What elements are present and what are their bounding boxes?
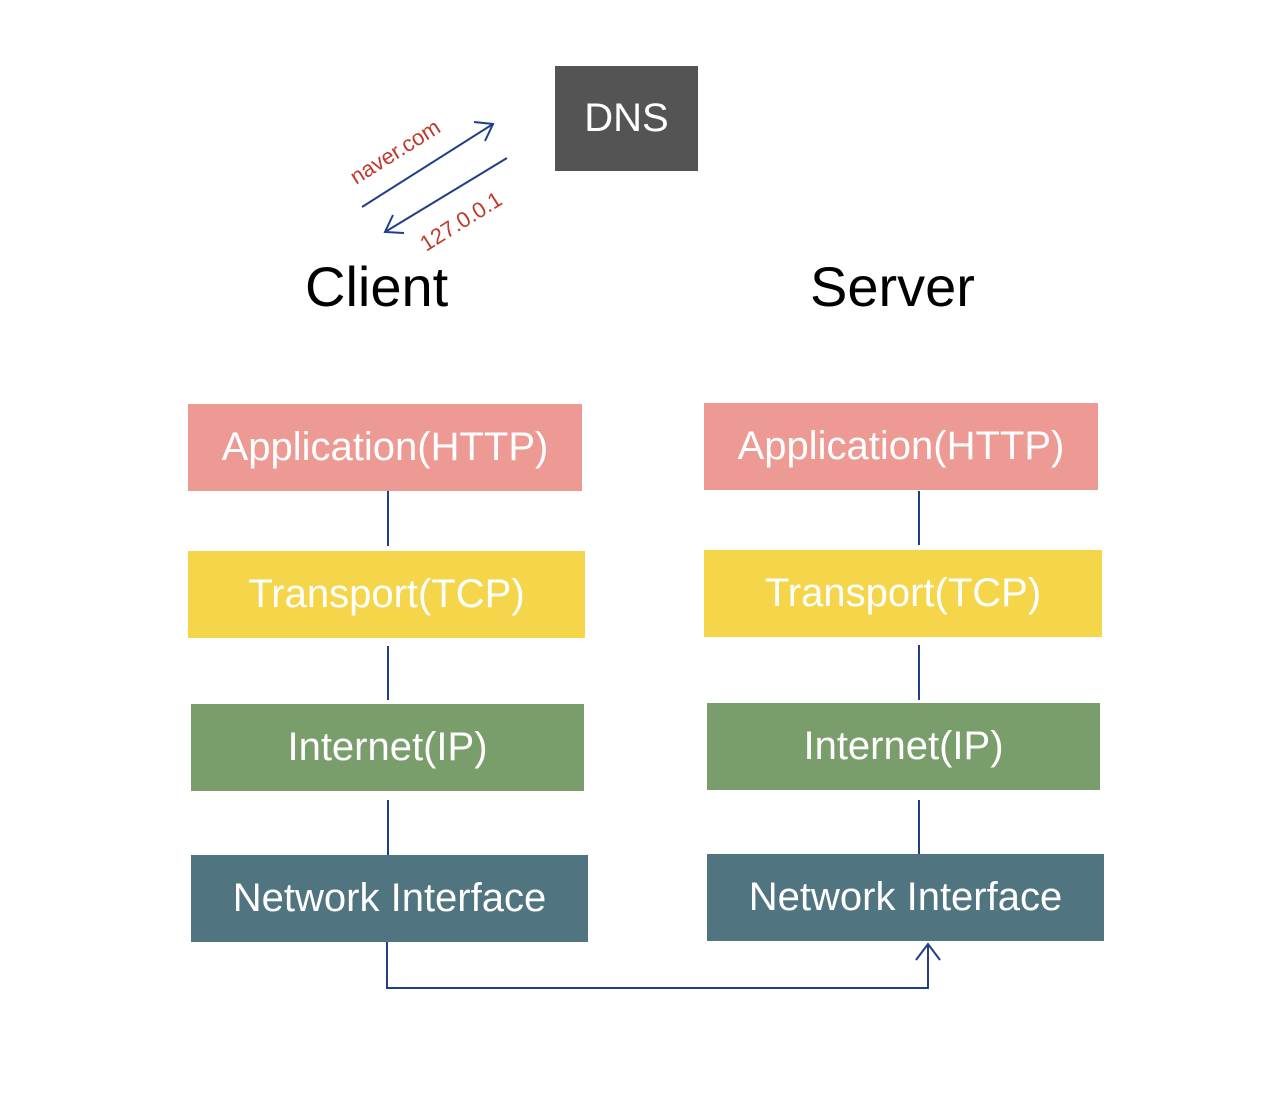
client-internet-layer: Internet(IP): [191, 704, 584, 791]
client-server-arrowhead: [915, 942, 941, 961]
client-network-interface-layer: Network Interface: [191, 855, 588, 942]
dns-response-label: 127.0.0.1: [415, 186, 506, 256]
server-application-layer: Application(HTTP): [704, 403, 1098, 490]
dns-response-arrow: [384, 157, 508, 233]
dns-response-arrowhead: [383, 214, 405, 234]
client-transport-layer: Transport(TCP): [188, 551, 585, 638]
server-title: Server: [810, 255, 975, 318]
server-network-interface-layer: Network Interface: [707, 854, 1104, 941]
server-transport-layer: Transport(TCP): [704, 550, 1102, 637]
client-application-layer: Application(HTTP): [188, 404, 582, 491]
dns-request-arrow: [361, 123, 494, 208]
server-internet-layer: Internet(IP): [707, 703, 1100, 790]
client-server-link: [386, 942, 929, 989]
dns-request-label: naver.com: [345, 114, 444, 189]
client-title: Client: [305, 255, 449, 318]
dns-request-arrowhead: [473, 121, 495, 142]
dns-server-box: DNS: [555, 66, 698, 171]
